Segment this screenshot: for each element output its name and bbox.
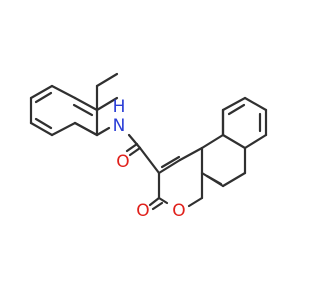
bond [243, 96, 268, 112]
bond [95, 126, 111, 137]
carbonyl-bond-group [125, 142, 164, 211]
bond [125, 142, 139, 153]
bond [205, 174, 223, 186]
bond [160, 155, 181, 169]
bond [243, 133, 268, 150]
bond [95, 72, 119, 88]
bond [34, 91, 53, 104]
bond [157, 196, 169, 205]
bond [50, 84, 77, 100]
bond [138, 146, 161, 175]
atom-label-h: H [113, 97, 126, 117]
bond [34, 117, 53, 130]
atom-label-o-amide: O [116, 152, 129, 172]
bond [128, 146, 142, 157]
atom-label-o-ring: O [172, 201, 185, 221]
bond [29, 121, 54, 137]
bond [221, 96, 247, 112]
bond-double-group [29, 84, 268, 200]
bond [221, 171, 247, 188]
bond [157, 158, 182, 175]
bond [200, 133, 225, 150]
bond [227, 103, 246, 116]
molecular-structure: N H O O O [29, 72, 268, 221]
bond [50, 121, 77, 137]
bond [178, 146, 204, 162]
bond [73, 96, 99, 112]
bond [127, 133, 142, 150]
bond [187, 196, 204, 208]
bond [72, 103, 94, 117]
bond [151, 201, 164, 211]
bond [221, 133, 247, 150]
atom-label-o-ketone: O [136, 201, 149, 221]
atom-label-n: N [113, 116, 126, 136]
bond [73, 121, 99, 137]
bond [95, 96, 119, 112]
bond [148, 196, 161, 207]
bond-single-group [29, 72, 268, 208]
bond [29, 84, 54, 100]
